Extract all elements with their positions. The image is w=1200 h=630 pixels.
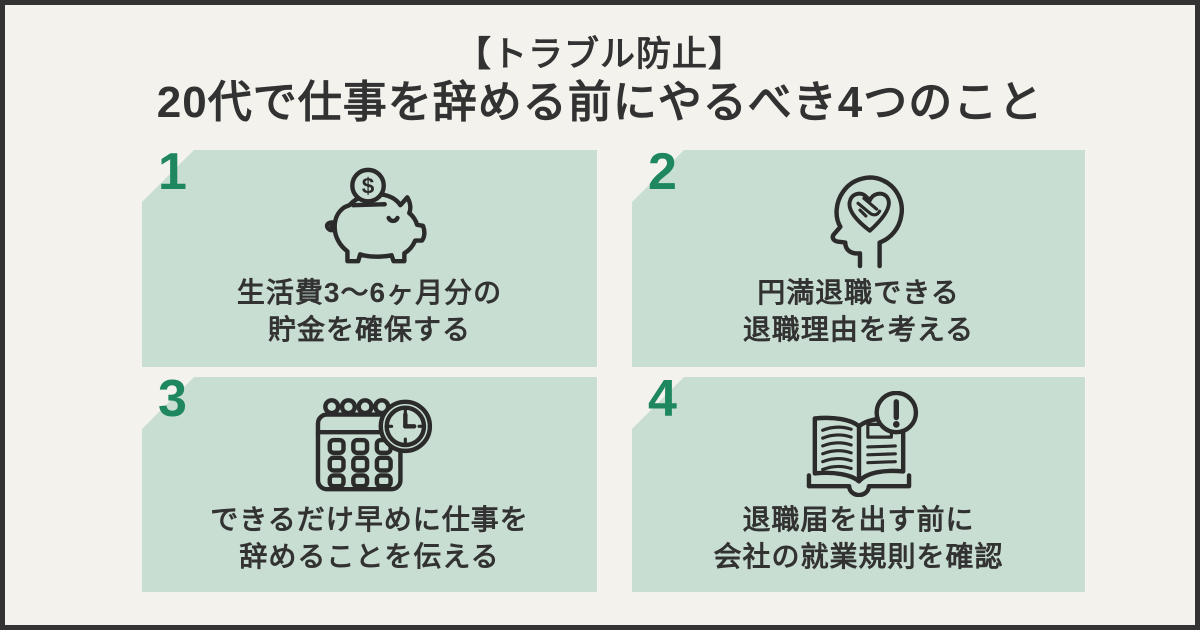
head-heart-handshake-icon	[830, 175, 904, 269]
card-text-line-2: 辞めることを伝える	[239, 541, 500, 572]
card-content: $ 生活費3〜6ヶ月分の 貯金を確保する	[142, 150, 597, 367]
calendar-clock-icon	[315, 398, 432, 492]
title-line-1: 【トラブル防止】	[455, 35, 744, 74]
card-text: できるだけ早めに仕事を 辞めることを伝える	[210, 501, 528, 575]
card-text: 生活費3〜6ヶ月分の 貯金を確保する	[237, 274, 502, 348]
title-line-2: 20代で仕事を辞める前にやるべき4つのこと	[156, 78, 1044, 127]
card-content: 退職届を出す前に 会社の就業規則を確認	[632, 377, 1085, 592]
card-number: 2	[648, 143, 677, 201]
card-text-line-1: 生活費3〜6ヶ月分の	[236, 277, 503, 308]
card-text-line-1: 退職届を出す前に	[742, 504, 975, 535]
svg-text:$: $	[361, 173, 374, 198]
open-book-alert-icon	[806, 391, 918, 497]
poster-header: 【トラブル防止】 20代で仕事を辞める前にやるべき4つのこと	[5, 33, 1195, 129]
card-text-line-2: 退職理由を考える	[742, 314, 975, 345]
card-number: 3	[158, 370, 187, 428]
card-4-check-rules: 4 退職届を出す前に 会社の	[632, 370, 1085, 592]
card-number: 1	[158, 143, 187, 201]
card-3-notify-early: 3	[142, 370, 597, 592]
card-text: 円満退職できる 退職理由を考える	[743, 274, 974, 348]
card-text-line-1: できるだけ早めに仕事を	[210, 504, 529, 535]
card-text-line-1: 円満退職できる	[757, 277, 960, 308]
card-number: 4	[648, 370, 677, 428]
card-text: 退職届を出す前に 会社の就業規則を確認	[713, 501, 1003, 575]
card-content: できるだけ早めに仕事を 辞めることを伝える	[142, 377, 597, 592]
piggy-bank-coin-icon: $	[324, 167, 427, 264]
card-2-resignation-reason: 2 円満退職できる 退職理由を考える	[632, 143, 1085, 367]
card-1-savings: 1 $ 生活費3〜6ヶ月分の 貯金を確保する	[142, 143, 597, 367]
card-text-line-2: 会社の就業規則を確認	[713, 541, 1004, 572]
card-text-line-2: 貯金を確保する	[267, 314, 471, 345]
card-content: 円満退職できる 退職理由を考える	[632, 150, 1085, 367]
card-background	[632, 377, 1085, 592]
